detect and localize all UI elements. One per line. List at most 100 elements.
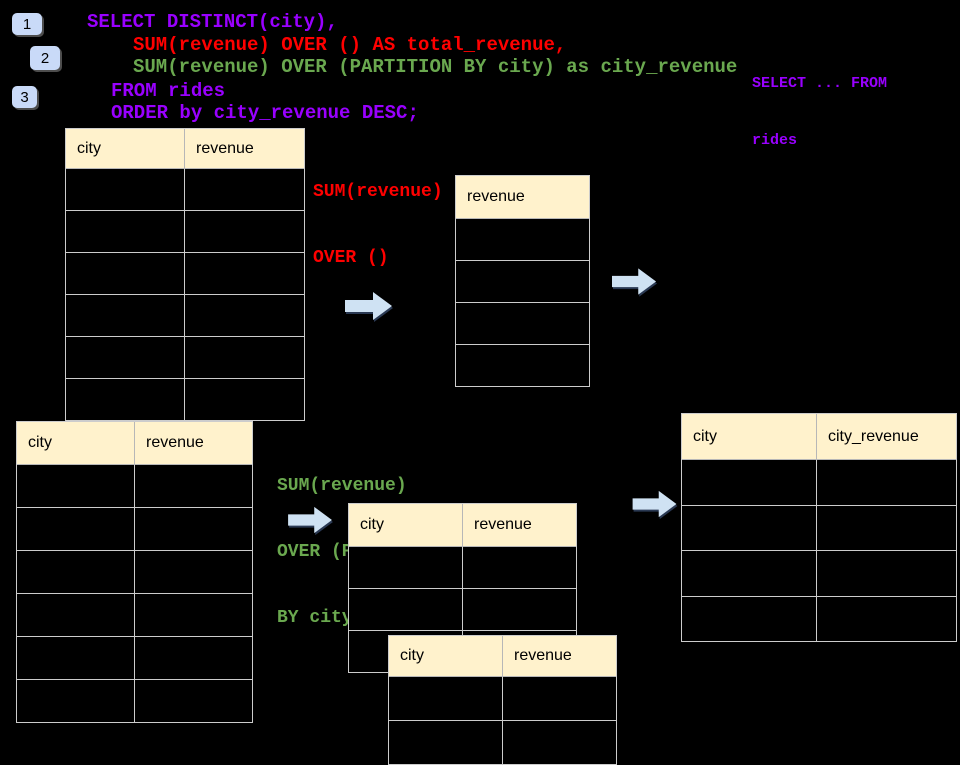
table-source-bottom: city revenue [16,421,253,723]
column-header-revenue: revenue [514,647,572,664]
table-row [682,460,956,506]
table-cell [463,589,576,630]
column-header-city: city [349,504,463,546]
table-header-row: city revenue [17,422,252,465]
table-cell [135,594,252,636]
table-row [682,505,956,551]
step-badge-1: 1 [12,13,42,35]
table-row [66,211,304,253]
table-cell [503,677,616,720]
table-cell [66,295,185,336]
table-cell [349,589,463,630]
column-header-city: city [389,636,503,676]
table-row [17,594,252,637]
table-header-row: city city_revenue [682,414,956,460]
sql-line-select: SELECT DISTINCT(city), [87,11,338,33]
table-cell [817,506,956,551]
side-note-line-1: SELECT ... FROM [752,75,888,92]
table-cell [135,508,252,550]
table-cell [682,460,817,505]
table-cell [185,379,304,420]
table-cell [17,508,135,550]
table-cell [456,345,589,386]
column-header-revenue: revenue [146,434,204,451]
table-body [456,219,589,386]
column-header-revenue: revenue [474,516,532,533]
table-row [17,551,252,594]
table-row [17,680,252,722]
table-row [349,589,576,631]
table-row [456,261,589,303]
table-body [66,169,304,420]
arrow-right-icon [612,267,657,296]
table-cell [66,379,185,420]
table-row [66,337,304,379]
table-row [66,253,304,295]
table-cell [66,169,185,210]
label-line: SUM(revenue) [277,476,407,496]
table-row [17,637,252,680]
table-row [349,547,576,589]
table-cell [185,253,304,294]
step-badge-3: 3 [12,86,37,108]
table-cell [817,460,956,505]
table-cell [66,253,185,294]
side-note-select-from: SELECT ... FROM rides [752,36,887,169]
table-cell [185,169,304,210]
table-result-city-revenue: city city_revenue [681,413,957,642]
table-cell [66,337,185,378]
table-header-row: city revenue [66,129,304,169]
table-header-row: revenue [456,176,589,219]
table-cell [456,219,589,260]
arrow-right-icon [632,490,678,518]
table-cell [135,637,252,679]
table-cell [17,551,135,593]
table-row [66,295,304,337]
table-cell [389,677,503,720]
table-cell [135,680,252,722]
table-cell [456,303,589,344]
table-row [456,219,589,261]
sql-line-from: FROM rides [111,80,226,102]
table-row [456,303,589,345]
table-row [682,596,956,642]
table-cell [463,547,576,588]
arrow-right-icon [288,506,333,534]
table-header-row: city revenue [389,636,616,677]
table-cell [682,551,817,596]
column-header-city: city [66,129,185,168]
arrow-right-icon [345,291,393,321]
table-cell [17,465,135,507]
side-note-line-2: rides [752,132,798,149]
table-row [389,721,616,764]
column-header-revenue: revenue [196,139,254,157]
table-cell [682,505,817,550]
table-row [66,379,304,420]
table-cell [17,637,135,679]
table-row [389,677,616,721]
table-body [389,677,616,764]
table-cell [135,551,252,593]
table-cell [389,721,503,764]
table-cell [503,721,616,764]
table-cell [817,551,956,596]
table-header-row: city revenue [349,504,576,547]
table-body [17,465,252,722]
table-cell [817,597,956,642]
table-cell [185,295,304,336]
table-partition-overlap: city revenue [388,635,617,765]
column-header-revenue: revenue [467,188,525,205]
table-row [682,551,956,597]
table-row [456,345,589,386]
table-row [66,169,304,211]
column-header-city-revenue: city_revenue [828,427,919,445]
label-line: OVER () [313,248,389,268]
table-cell [17,594,135,636]
table-cell [185,211,304,252]
sql-line-partition: SUM(revenue) OVER (PARTITION BY city) as… [133,56,738,78]
label-sum-over-total: SUM(revenue) OVER () [313,137,443,291]
table-cell [349,547,463,588]
table-row [17,508,252,551]
label-line: SUM(revenue) [313,182,443,202]
table-cell [135,465,252,507]
